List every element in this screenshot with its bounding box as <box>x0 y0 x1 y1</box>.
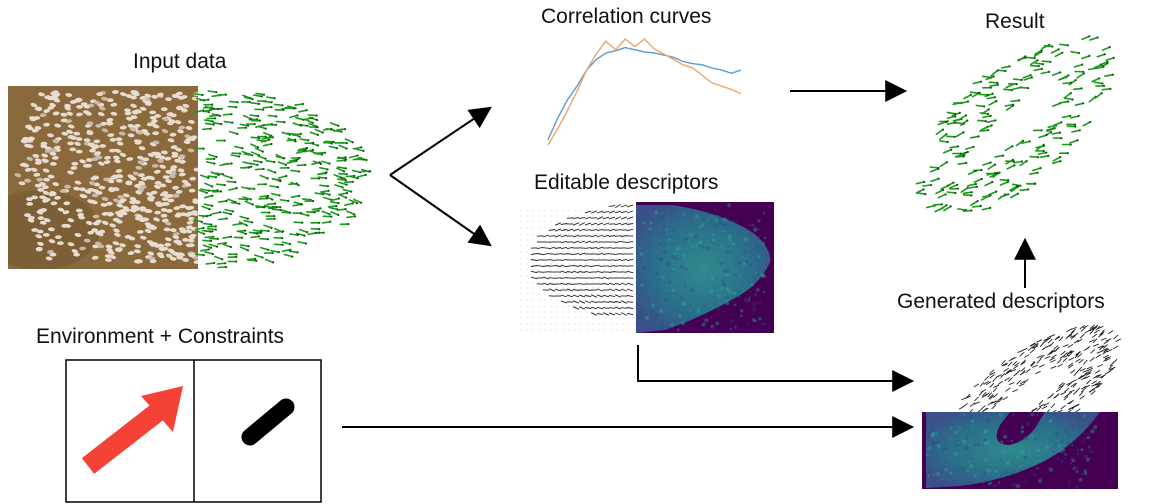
density-map-texture <box>636 203 767 332</box>
correlation-series-1-line <box>547 46 742 140</box>
environment-constraints-label: Environment + Constraints <box>36 325 285 348</box>
velocity-arrow-field <box>520 204 636 331</box>
green-agent-field-result <box>915 35 1115 213</box>
editable-descriptors-label: Editable descriptors <box>534 171 719 194</box>
density-map-shape <box>636 205 771 333</box>
correlation-series-2-line <box>547 38 742 146</box>
generated-density-texture <box>925 412 1098 489</box>
generated-descriptors-panel <box>922 324 1122 489</box>
input-data-label: Input data <box>133 50 227 73</box>
arrow-descriptors-to-generated <box>637 345 915 392</box>
editable-descriptors-panel <box>520 202 774 333</box>
black-capsule-obstacle-icon <box>241 398 295 446</box>
sheep-flock <box>8 90 198 269</box>
correlation-curves-label: Correlation curves <box>541 5 712 28</box>
generated-density-shape <box>926 412 1100 488</box>
input-data-panel <box>8 86 372 269</box>
environment-constraints-panel <box>65 359 322 503</box>
correlation-curves-chart <box>547 38 742 146</box>
result-label: Result <box>985 10 1045 33</box>
generated-arrow-field <box>958 324 1122 415</box>
branch-arrows <box>389 106 492 247</box>
generated-descriptors-label: Generated descriptors <box>897 290 1105 313</box>
red-direction-arrow-icon <box>81 386 183 474</box>
green-agent-field-input <box>193 90 372 269</box>
